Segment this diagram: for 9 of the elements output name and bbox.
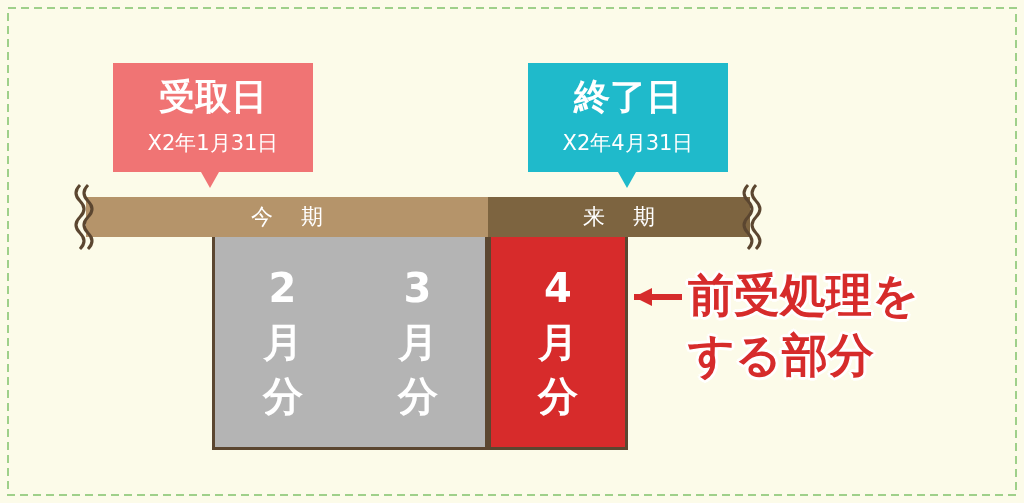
callout-box: 終了日 X2年4月31日 <box>528 63 728 188</box>
month-block: 2月分 <box>212 237 350 450</box>
month-block: 4月分 <box>488 237 628 450</box>
period-band: 来期 <box>488 197 750 237</box>
period-band: 今期 <box>86 197 488 237</box>
month-block: 3月分 <box>350 237 488 450</box>
arrow <box>634 288 682 306</box>
annotation-text: 前受処理をする部分 <box>688 265 928 395</box>
callout-box: 受取日 X2年1月31日 <box>113 63 313 188</box>
